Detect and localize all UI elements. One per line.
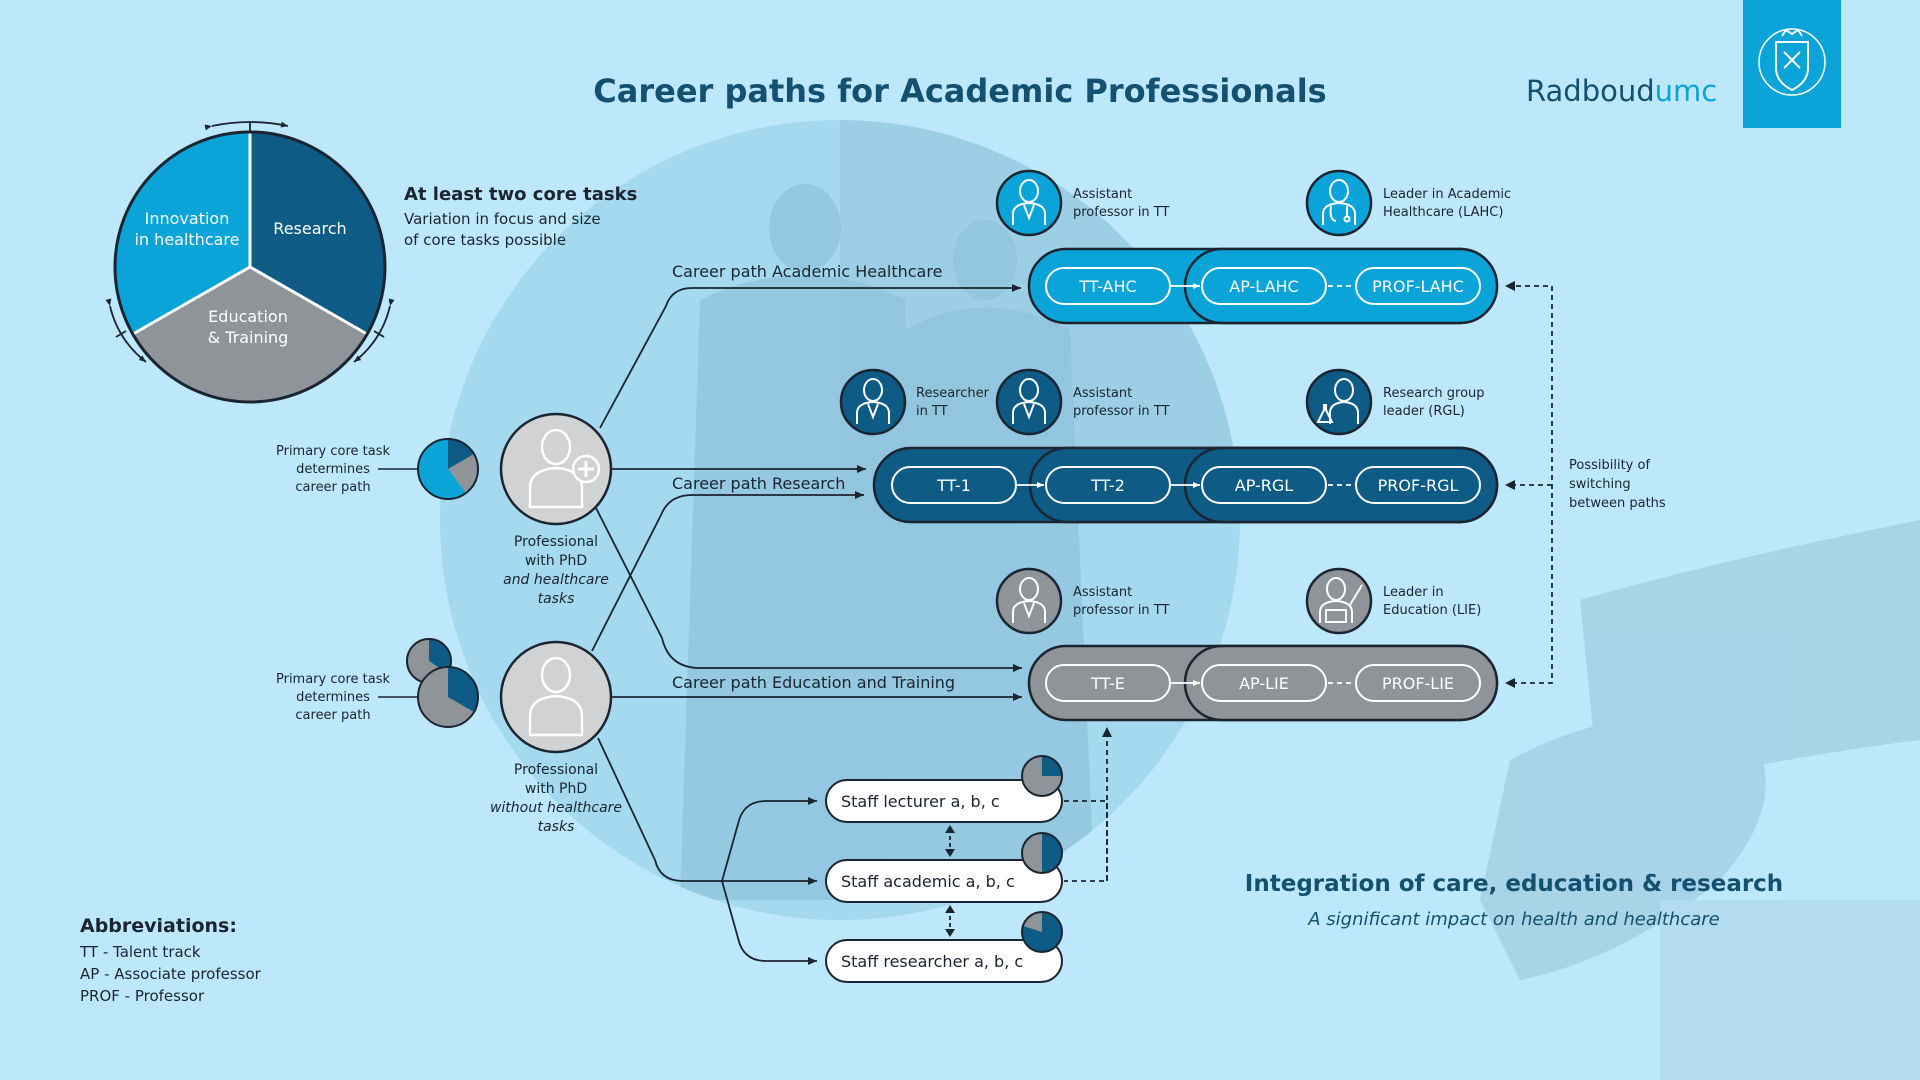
staff-academic-label: Staff academic a, b, c (841, 872, 1015, 891)
staff-researcher-pie (1021, 911, 1063, 953)
crest-icon (1758, 28, 1826, 96)
track-ahc: TT-AHC AP-LAHC PROF-LAHC (1027, 247, 1499, 325)
staff-switch-arrowheads (945, 825, 955, 937)
logo-wordmark: Radboudumc (1526, 74, 1717, 108)
small-pie-nohc (417, 666, 479, 728)
step-tt-ahc-label: TT-AHC (1078, 277, 1136, 296)
track-edu: TT-E AP-LIE PROF-LIE (1027, 644, 1499, 722)
person-icon (528, 656, 584, 737)
staff-lecturer-label: Staff lecturer a, b, c (841, 792, 1000, 811)
abbreviation-item: TT - Talent track (79, 943, 201, 961)
abbreviation-item: AP - Associate professor (80, 965, 262, 983)
step-prof-rgl (1355, 466, 1481, 504)
staff-academic-pie (1021, 832, 1063, 874)
connector-lines (591, 284, 1022, 965)
assistant-professor-icon (1012, 577, 1046, 623)
doctor-stethoscope-icon (1322, 179, 1356, 225)
assistant-professor-icon (1012, 378, 1046, 424)
staff-to-edu-arrowhead (1102, 727, 1112, 737)
step-prof-lie-label: PROF-LIE (1382, 674, 1454, 693)
logo-seal-block (1743, 0, 1841, 128)
step-ap-rgl (1201, 466, 1327, 504)
step-tt-e-label: TT-E (1090, 674, 1125, 693)
path-label-research: Career path Research (672, 474, 845, 493)
pie-label-education: Education& Training (208, 307, 289, 347)
radboudumc-logo: Radboudumc (1526, 0, 1841, 128)
small-pie-hc (417, 438, 479, 500)
staff-researcher: Staff researcher a, b, c (825, 911, 1063, 983)
rotation-arrows (105, 121, 395, 363)
path-label-edu: Career path Education and Training (672, 673, 955, 692)
step-ap-rgl-label: AP-RGL (1235, 476, 1294, 495)
path-label-ahc: Career path Academic Healthcare (672, 262, 942, 281)
step-prof-lahc-label: PROF-LAHC (1372, 277, 1464, 296)
integration-title: Integration of care, education & researc… (1245, 871, 1783, 897)
core-tasks-heading: At least two core tasks (404, 184, 637, 205)
staff-researcher-label: Staff researcher a, b, c (841, 952, 1023, 971)
step-ap-lie-label: AP-LIE (1239, 674, 1289, 693)
step-prof-rgl-label: PROF-RGL (1378, 476, 1459, 495)
assistant-professor-icon (1012, 179, 1046, 225)
step-prof-lahc (1355, 267, 1481, 305)
integration-subtitle: A significant impact on health and healt… (1307, 909, 1719, 930)
step-ap-lahc-label: AP-LAHC (1229, 277, 1298, 296)
step-ap-lahc (1201, 267, 1327, 305)
core-tasks-line2: of core tasks possible (404, 231, 566, 249)
teacher-book-icon (1319, 577, 1363, 623)
staff-academic: Staff academic a, b, c (825, 832, 1063, 903)
track-research: TT-1 TT-2 AP-RGL PROF-RGL (872, 446, 1499, 524)
flask-researcher-icon (1316, 378, 1359, 424)
pie-label-research: Research (273, 219, 346, 238)
core-tasks-line1: Variation in focus and size (404, 210, 601, 228)
step-tt-2-label: TT-2 (1090, 476, 1125, 495)
doctor-plus-icon (528, 428, 601, 509)
abbreviations-heading: Abbreviations: (80, 915, 237, 937)
staff-lecturer-pie (1021, 755, 1063, 797)
step-tt-1-label: TT-1 (936, 476, 971, 495)
abbreviation-item: PROF - Professor (80, 987, 205, 1005)
pie-slice-innovation (115, 132, 250, 334)
staff-lecturer: Staff lecturer a, b, c (825, 755, 1063, 823)
page-title: Career paths for Academic Professionals (593, 72, 1326, 110)
switching-arrowheads (1505, 281, 1515, 688)
pie-slice-research (250, 132, 385, 334)
step-ap-lie (1201, 664, 1327, 702)
staff-to-edu-bracket (1064, 737, 1108, 882)
researcher-icon (856, 378, 890, 424)
step-prof-lie (1355, 664, 1481, 702)
